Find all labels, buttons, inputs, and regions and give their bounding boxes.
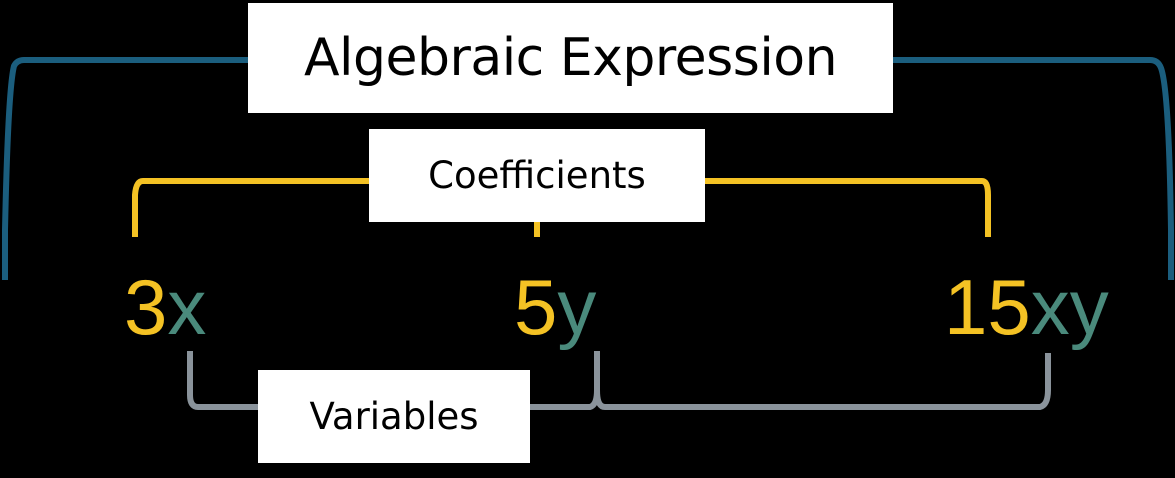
variables-label-text: Variables bbox=[309, 395, 479, 438]
variable: x bbox=[167, 263, 207, 351]
variables-label: Variables bbox=[258, 370, 530, 463]
coefficient: 5 bbox=[514, 263, 558, 351]
coefficients-bracket bbox=[132, 178, 991, 237]
term-5y: 5y bbox=[514, 262, 596, 352]
expression-title-text: Algebraic Expression bbox=[303, 28, 838, 88]
coefficient: 15 bbox=[944, 263, 1031, 351]
variables-bracket bbox=[187, 351, 1051, 410]
term-3x: 3x bbox=[124, 262, 206, 352]
coefficient: 3 bbox=[124, 263, 168, 351]
expression-bracket bbox=[1, 57, 1174, 280]
variable: xy bbox=[1030, 263, 1109, 351]
expression-title: Algebraic Expression bbox=[248, 3, 893, 113]
variable: y bbox=[557, 263, 597, 351]
coefficients-label-text: Coefficients bbox=[428, 154, 646, 197]
term-15xy: 15xy bbox=[944, 262, 1109, 352]
coefficients-label: Coefficients bbox=[369, 129, 705, 222]
